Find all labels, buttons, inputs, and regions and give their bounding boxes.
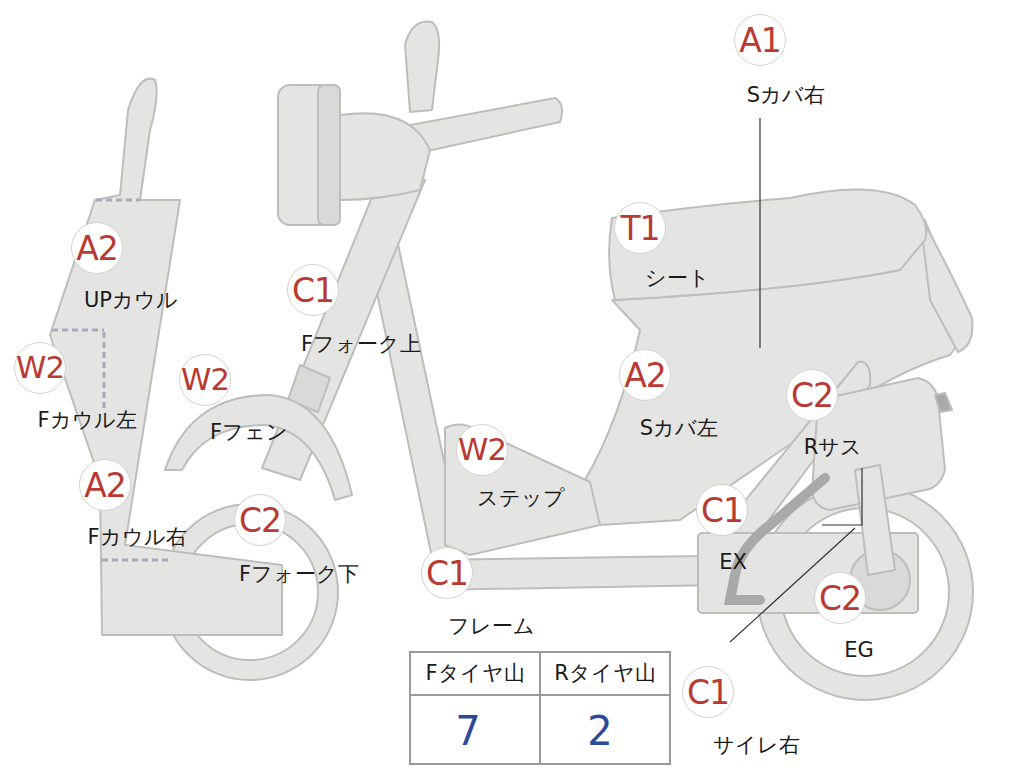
part-name: Fフォーク上: [301, 333, 421, 356]
headlight: [278, 85, 340, 225]
tyre-tread-value: 7: [455, 709, 480, 753]
callout-circle: T1シート: [614, 202, 666, 254]
callout-circle: C1Fフォーク上: [287, 264, 339, 316]
callout-circle: A2Fカウル右: [79, 459, 131, 511]
damage-code: T1: [620, 212, 659, 245]
tail: [920, 215, 972, 352]
part-name: ステップ: [477, 487, 565, 510]
callout-circle: C2Rサス: [786, 369, 838, 421]
front-fender: [165, 395, 352, 500]
table-rule: [410, 694, 670, 696]
callout-circle: W2Fフェン: [179, 354, 231, 406]
part-name: Fフォーク下: [239, 563, 359, 586]
damage-code: C1: [701, 494, 743, 527]
part-name: フレーム: [448, 615, 535, 638]
part-name: Fカウル左: [37, 409, 136, 432]
callout-circle: C1フレーム: [421, 547, 473, 599]
damage-code: C1: [426, 557, 468, 590]
damage-code: C1: [687, 676, 729, 709]
part-name: Sカバ左: [640, 417, 718, 440]
handle-cover: [340, 113, 430, 200]
part-name: サイレ右: [713, 734, 800, 757]
table-rule: [539, 652, 541, 764]
part-name: シート: [645, 267, 710, 290]
callout-circle: C1EX: [696, 484, 748, 536]
seam-line: [103, 332, 106, 408]
part-name: Fフェン: [210, 421, 288, 444]
damage-code: C2: [819, 582, 861, 615]
callout-circle: W2Fカウル左: [14, 342, 66, 394]
tyre-table: [410, 652, 670, 764]
seam-line: [52, 329, 104, 332]
damage-code: C1: [292, 274, 334, 307]
callout-circle: W2ステップ: [456, 424, 508, 476]
callout-circle: C2Fフォーク下: [234, 494, 286, 546]
table-header: Rタイヤ山: [554, 662, 656, 685]
callout-circle: C2EG: [814, 572, 866, 624]
callout-circle: A1Sカバ右: [734, 14, 786, 66]
muffler-tip: [935, 393, 952, 412]
callout-circle: A2UPカウル: [71, 222, 123, 274]
part-name: Rサス: [804, 436, 863, 459]
damage-code: A1: [739, 24, 781, 57]
damage-code: W2: [181, 365, 229, 396]
seam-line: [96, 199, 140, 202]
table-header: Fタイヤ山: [425, 662, 524, 685]
leader-line: [822, 468, 862, 525]
part-name: Fカウル右: [87, 526, 186, 549]
headlight-rim: [318, 85, 340, 225]
seam-line: [102, 559, 172, 562]
step-floor: [445, 424, 600, 555]
callout-circle: C1サイレ右: [682, 666, 734, 718]
rear-suspension: [855, 465, 895, 575]
damage-code: W2: [16, 353, 64, 384]
damage-code: A2: [76, 232, 118, 265]
damage-code: A2: [624, 359, 666, 392]
leader-line: [759, 118, 760, 348]
callout-circle: A2Sカバ左: [619, 349, 671, 401]
damage-code: W2: [458, 435, 506, 466]
front-cowl: [50, 79, 282, 635]
part-name: EX: [719, 551, 747, 574]
part-name: EG: [844, 639, 874, 662]
seat: [609, 189, 926, 300]
tyre-tread-value: 2: [587, 709, 612, 753]
damage-code: C2: [791, 379, 833, 412]
damage-code: A2: [84, 469, 126, 502]
part-name: Sカバ右: [747, 84, 825, 107]
mirror: [405, 21, 439, 112]
damage-code: C2: [239, 504, 281, 537]
part-name: UPカウル: [84, 289, 178, 312]
